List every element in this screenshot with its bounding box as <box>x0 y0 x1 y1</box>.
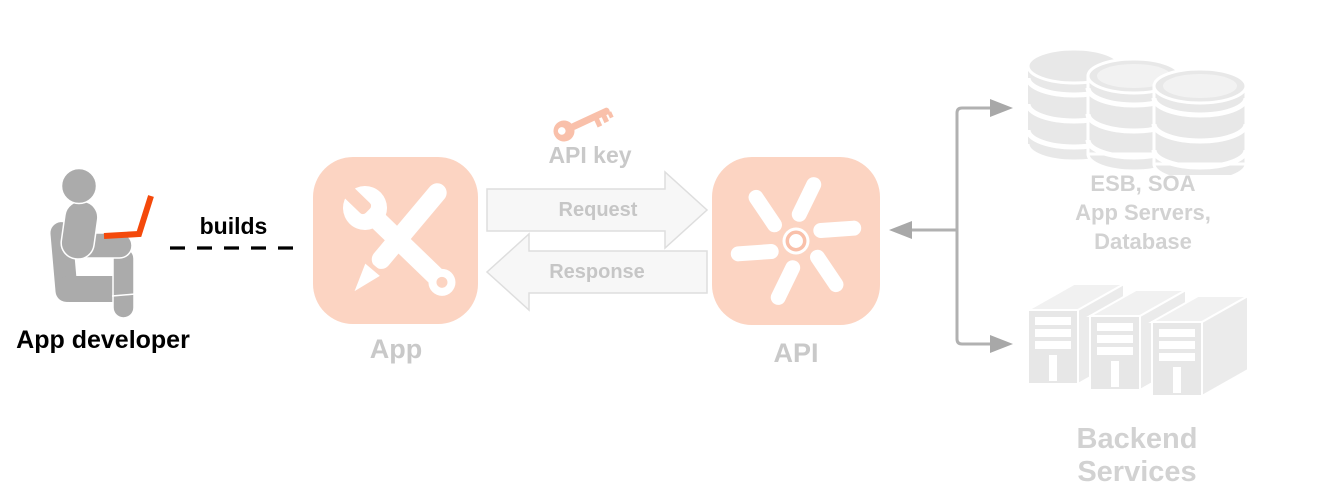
left-arrow-shape <box>485 232 708 312</box>
builds-label: builds <box>199 213 268 239</box>
backend-db-line-3: Database <box>1094 229 1192 254</box>
arrowhead-to-servers <box>990 335 1013 353</box>
database-stack-icon <box>1025 47 1249 175</box>
key-icon <box>553 107 614 142</box>
request-response-arrows <box>485 170 709 312</box>
arrowhead-to-api <box>889 221 912 239</box>
app-tile <box>313 157 478 324</box>
backend-db-label: ESB, SOA App Servers, Database <box>1053 169 1233 256</box>
api-key-label: API key <box>548 142 632 168</box>
laptop-icon <box>103 195 154 239</box>
backend-db-line-2: App Servers, <box>1075 200 1211 225</box>
response-label: Response <box>549 261 645 283</box>
wrench-pencil-icon <box>340 183 456 296</box>
api-tile <box>712 157 880 325</box>
api-label: API <box>773 338 819 368</box>
developer-label: App developer <box>16 326 190 354</box>
backend-db-line-1: ESB, SOA <box>1090 171 1196 196</box>
request-label: Request <box>558 199 638 221</box>
arrowhead-to-databases <box>990 99 1013 117</box>
app-label: App <box>369 334 423 364</box>
right-arrow-shape <box>486 170 709 250</box>
dashed-line <box>170 246 302 250</box>
server-towers-icon <box>1024 283 1252 398</box>
pinwheel-icon <box>730 177 862 305</box>
backend-services-label: Backend Services <box>1076 423 1198 488</box>
branch-connector-arrows <box>889 99 1013 353</box>
person-at-laptop-icon <box>50 167 154 319</box>
